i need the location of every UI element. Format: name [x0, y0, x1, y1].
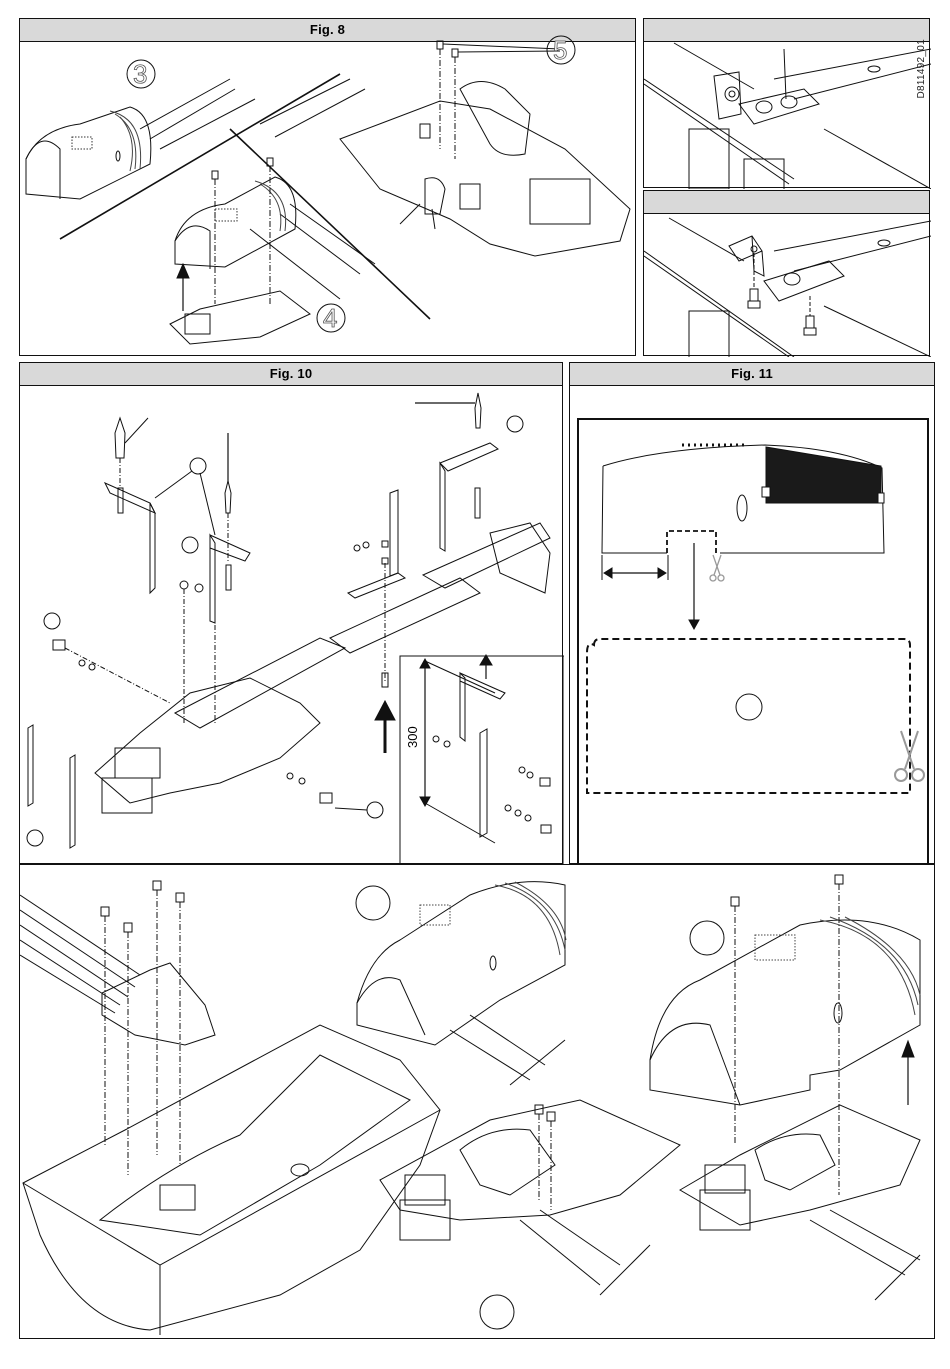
angle-bracket — [440, 443, 498, 471]
figure-9a-panel: D811492_01 — [643, 18, 930, 188]
figure-10-panel: Fig. 10 — [19, 362, 563, 864]
svg-text:5: 5 — [553, 35, 567, 65]
scissors-icon — [710, 555, 724, 581]
motor-cover — [357, 882, 565, 1045]
motor-housing — [23, 1025, 440, 1330]
transformer — [530, 179, 590, 224]
screw-icon — [806, 316, 814, 328]
chassis — [170, 291, 310, 344]
bolt — [53, 640, 65, 650]
nut-icon — [725, 87, 739, 101]
rail-bracket — [739, 89, 819, 124]
callout-circle — [736, 694, 762, 720]
bolt — [540, 778, 550, 786]
figure-9a-drawing — [644, 19, 931, 189]
bolt — [541, 825, 551, 833]
wall-plug — [225, 481, 231, 513]
figure-11-drawing — [570, 363, 936, 865]
figure-12-drawing — [20, 865, 936, 1340]
callout-circle — [356, 886, 390, 920]
figure-8-panel: Fig. 8 3 — [19, 18, 636, 356]
callout-circle — [182, 537, 198, 553]
figure-9b-panel — [643, 190, 930, 356]
bolt — [475, 488, 480, 518]
dimension-300: 300 — [405, 726, 420, 748]
nut-icon — [433, 736, 439, 742]
transformer — [115, 748, 160, 778]
transformer — [705, 1165, 745, 1193]
callout-circle — [44, 613, 60, 629]
nut-icon — [195, 584, 203, 592]
vent-grille — [766, 447, 881, 503]
bolt — [320, 793, 332, 803]
motor-cover — [175, 177, 296, 267]
nut-icon — [180, 581, 188, 589]
figure-9b-drawing — [644, 191, 931, 357]
angle-bracket — [105, 483, 155, 513]
callout-circle — [367, 802, 383, 818]
cutout-template — [587, 639, 910, 793]
wall-plug — [115, 418, 125, 458]
motor — [755, 1134, 835, 1190]
divider-line — [60, 74, 340, 239]
angle-bracket — [390, 490, 398, 576]
angle-bracket — [210, 535, 250, 561]
angle-bracket — [480, 729, 487, 837]
arrow-up-icon — [902, 1041, 914, 1057]
arrow-down-icon — [689, 620, 699, 629]
screw-icon — [750, 289, 758, 301]
svg-text:3: 3 — [133, 59, 147, 89]
motor — [460, 82, 530, 156]
angle-bracket — [70, 755, 75, 848]
bolt — [118, 488, 123, 513]
figure-11-panel: Fig. 11 — [569, 362, 935, 864]
figure-10-inset — [400, 655, 564, 865]
callout-circle — [507, 416, 523, 432]
motor — [460, 1129, 555, 1195]
rail-line — [140, 79, 230, 129]
angle-bracket — [460, 673, 505, 699]
arrow-up-icon — [375, 701, 395, 720]
figure-8-drawing: 3 4 — [20, 19, 637, 357]
arrow-up-icon — [177, 264, 189, 278]
cutout-outline — [667, 531, 716, 553]
callout-circle — [27, 830, 43, 846]
end-bracket — [490, 523, 550, 593]
bolt — [226, 565, 231, 590]
nut-icon — [354, 545, 360, 551]
callout-circle — [690, 921, 724, 955]
callout-circle — [190, 458, 206, 474]
rail-bracket — [764, 261, 844, 301]
figure-12-panel — [19, 864, 935, 1339]
angle-bracket — [28, 725, 33, 806]
screw-group — [101, 881, 184, 1175]
document-code: D811492_01 — [916, 39, 927, 99]
figure-10-drawing: 300 — [20, 363, 564, 865]
svg-text:4: 4 — [323, 303, 337, 333]
callout-circle — [480, 1295, 514, 1329]
wall-plug — [475, 393, 481, 428]
